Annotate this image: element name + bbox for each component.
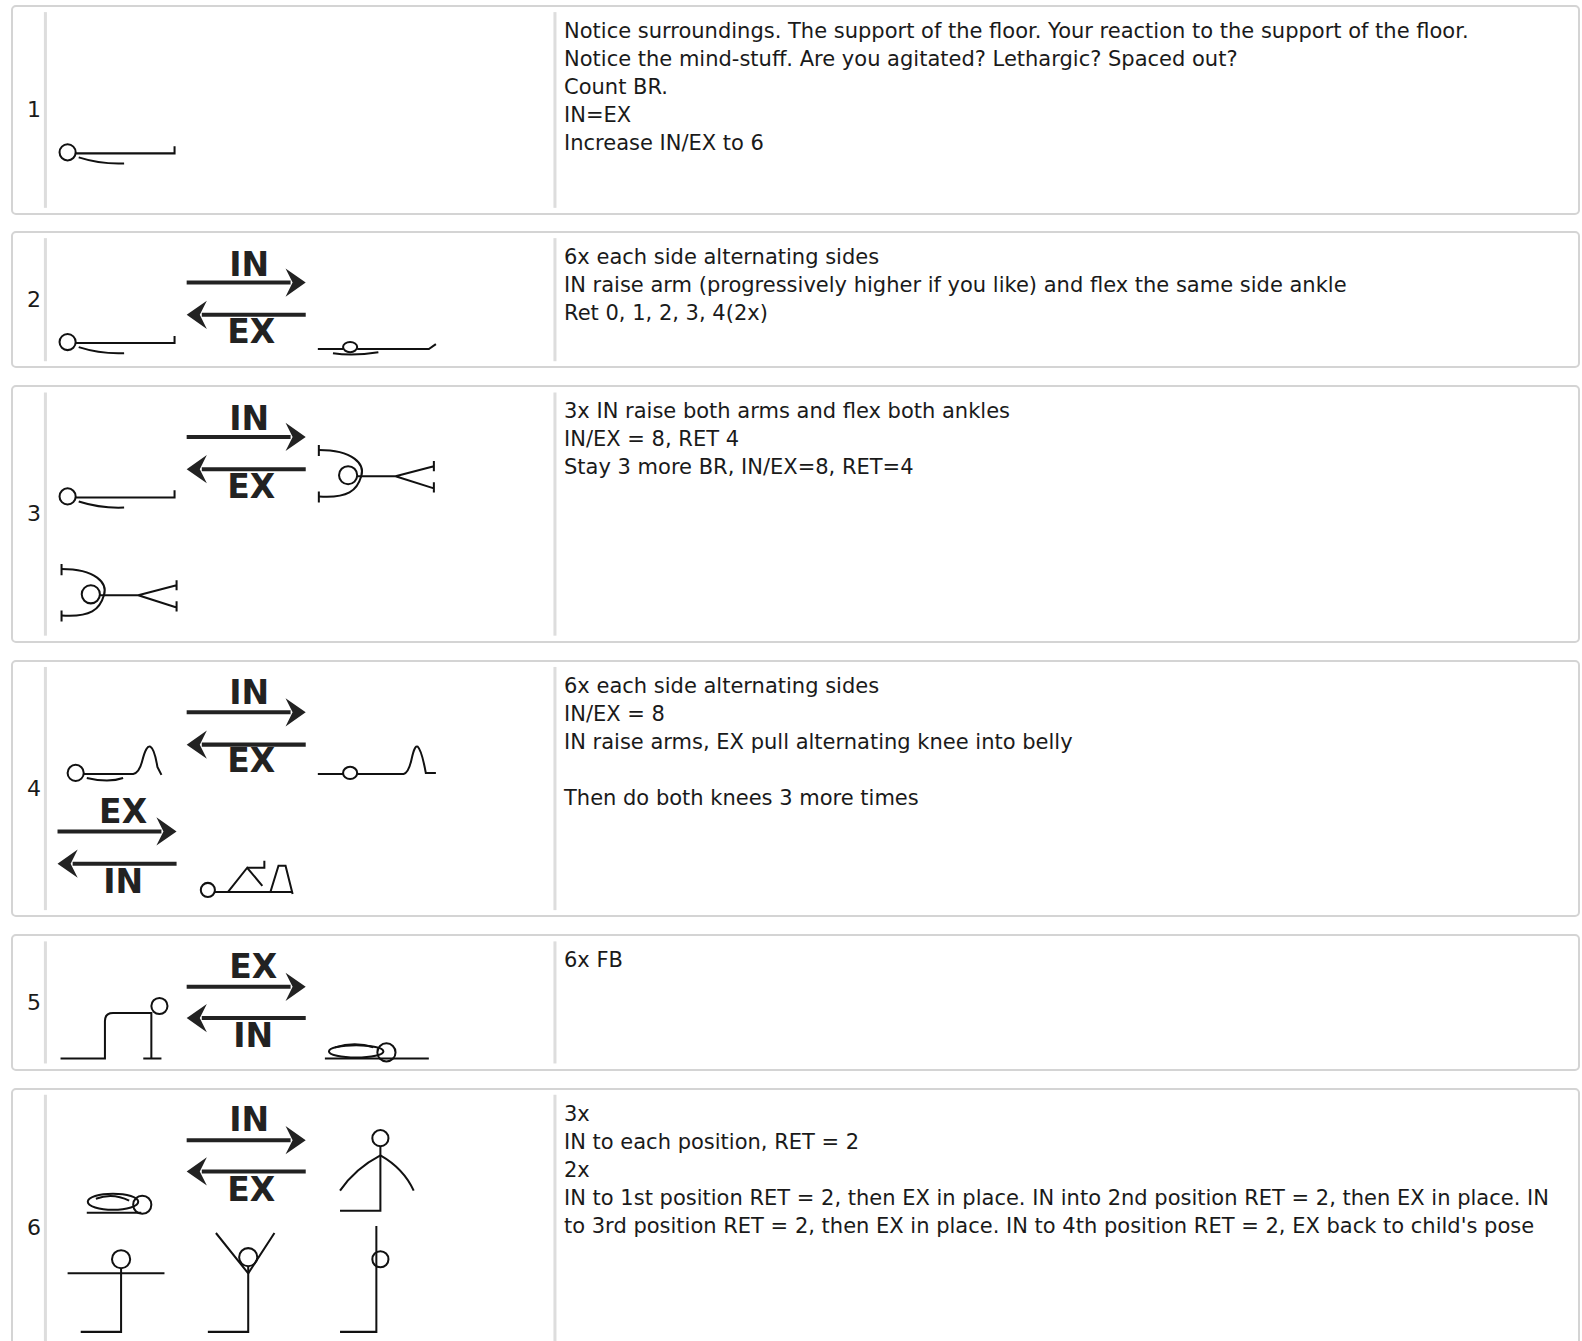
instruction-line: Then do both knees 3 more times xyxy=(564,784,1570,812)
instruction-line: Count BR. xyxy=(564,73,1570,101)
instruction-text: 6x each side alternating sidesIN/EX = 8I… xyxy=(564,672,1570,812)
step-number: 1 xyxy=(27,96,41,124)
instruction-text: 6x FB xyxy=(564,946,1570,974)
breath-label: IN xyxy=(229,1102,269,1135)
instruction-line: 2x xyxy=(564,1156,1570,1184)
breath-label: EX xyxy=(227,314,275,347)
instruction-line: IN raise arm (progressively higher if yo… xyxy=(564,271,1570,299)
breath-label: IN xyxy=(229,248,269,281)
instruction-line: IN/EX = 8, RET 4 xyxy=(564,425,1570,453)
breath-label: EX xyxy=(227,470,275,503)
instruction-line: Notice surroundings. The support of the … xyxy=(564,17,1570,45)
instruction-text: 3xIN to each position, RET = 22xIN to 1s… xyxy=(564,1100,1570,1240)
breath-label: IN xyxy=(229,401,269,434)
breath-label: EX xyxy=(99,795,147,828)
breath-label: EX xyxy=(227,743,275,776)
instruction-line: IN/EX = 8 xyxy=(564,700,1570,728)
instruction-text: Notice surroundings. The support of the … xyxy=(564,17,1570,157)
breath-label: EX xyxy=(227,1172,275,1205)
instruction-line: 6x each side alternating sides xyxy=(564,243,1570,271)
step-number: 2 xyxy=(27,286,41,314)
breath-label: IN xyxy=(103,864,143,897)
breath-label: IN xyxy=(233,1019,273,1052)
instruction-text: 3x IN raise both arms and flex both ankl… xyxy=(564,397,1570,481)
instruction-line: 6x FB xyxy=(564,946,1570,974)
instruction-text: 6x each side alternating sidesIN raise a… xyxy=(564,243,1570,327)
step-number: 4 xyxy=(27,775,41,803)
breath-label: EX xyxy=(229,949,277,982)
breath-label: IN xyxy=(229,676,269,709)
instruction-row: 1 Notice surroundings. The support of the… xyxy=(11,5,1580,215)
instruction-line: 6x each side alternating sides xyxy=(564,672,1570,700)
instruction-line: IN to each position, RET = 2 xyxy=(564,1128,1570,1156)
step-number: 5 xyxy=(27,989,41,1017)
instruction-line: Notice the mind-stuff. Are you agitated?… xyxy=(564,45,1570,73)
instruction-line: IN to 1st position RET = 2, then EX in p… xyxy=(564,1184,1570,1240)
step-number: 3 xyxy=(27,500,41,528)
instruction-line: Ret 0, 1, 2, 3, 4(2x) xyxy=(564,299,1570,327)
instruction-line: 3x IN raise both arms and flex both ankl… xyxy=(564,397,1570,425)
instruction-line: Increase IN/EX to 6 xyxy=(564,129,1570,157)
step-number: 6 xyxy=(27,1214,41,1242)
instruction-line: IN raise arms, EX pull alternating knee … xyxy=(564,728,1570,756)
instruction-line: IN=EX xyxy=(564,101,1570,129)
instruction-line: 3x xyxy=(564,1100,1570,1128)
instruction-line: Stay 3 more BR, IN/EX=8, RET=4 xyxy=(564,453,1570,481)
